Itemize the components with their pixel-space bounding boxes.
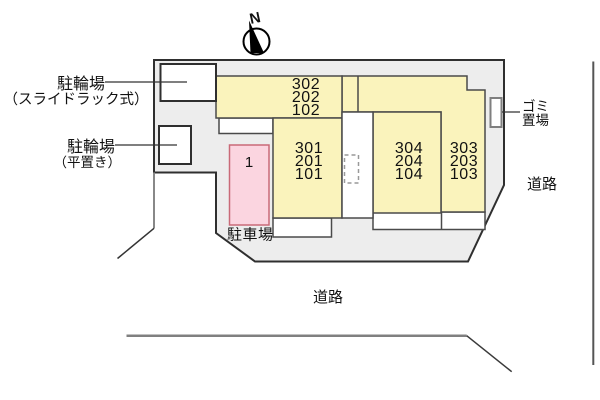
parking-space <box>228 144 270 226</box>
bicycle-flat-label: 駐輪場 （平置き） <box>54 138 177 170</box>
road-label-right: 道路 <box>527 176 557 193</box>
room-numbers-302-block: 302 202 102 <box>292 76 320 119</box>
balcony-left <box>272 217 333 238</box>
room-block-302 <box>215 75 343 119</box>
garbage-label-line1: ゴミ <box>522 98 549 114</box>
unit-101: 101 <box>295 166 323 183</box>
unit-204: 204 <box>395 153 423 170</box>
unit-203: 203 <box>450 153 478 170</box>
road-edge-bottom-diagonal <box>466 335 513 373</box>
compass: N <box>242 9 271 56</box>
unit-302: 302 <box>292 76 320 93</box>
room-numbers-303-block: 303 203 103 <box>450 140 478 183</box>
unit-303: 303 <box>450 140 478 157</box>
unit-103: 103 <box>450 166 478 183</box>
room-numbers-304-block: 304 204 104 <box>395 140 423 183</box>
bicycle-flat-label-line1: 駐輪場 <box>67 138 115 156</box>
parking-label: 駐車場 <box>227 227 274 244</box>
parking-space-number: 1 <box>245 154 253 171</box>
room-block-304 <box>372 111 442 214</box>
entrance-dashed-box <box>343 154 360 184</box>
bicycle-rack-label: 駐輪場 （スライドラック式） <box>4 75 187 108</box>
road-label-bottom: 道路 <box>313 289 343 306</box>
unit-304: 304 <box>395 140 423 157</box>
compass-needle <box>249 20 264 53</box>
unit-301: 301 <box>295 140 323 157</box>
bicycle-flat-label-line2: （平置き） <box>54 155 122 170</box>
bicycle-rack-label-line2: （スライドラック式） <box>4 91 149 108</box>
garbage-area <box>489 97 503 128</box>
road-edge-left-diagonal <box>117 227 155 260</box>
entrance-strip <box>218 117 274 135</box>
unit-201: 201 <box>295 153 323 170</box>
bicycle-rack-label-line1: 駐輪場 <box>57 75 105 93</box>
garbage-label-line2: 置場 <box>522 113 549 128</box>
unit-202: 202 <box>292 89 320 106</box>
unit-102: 102 <box>292 102 320 119</box>
compass-north-label: N <box>248 9 262 28</box>
room-numbers-301-block: 301 201 101 <box>295 140 323 183</box>
balcony-right <box>372 211 486 231</box>
unit-104: 104 <box>395 166 423 183</box>
garbage-label: ゴミ 置場 <box>502 98 549 128</box>
